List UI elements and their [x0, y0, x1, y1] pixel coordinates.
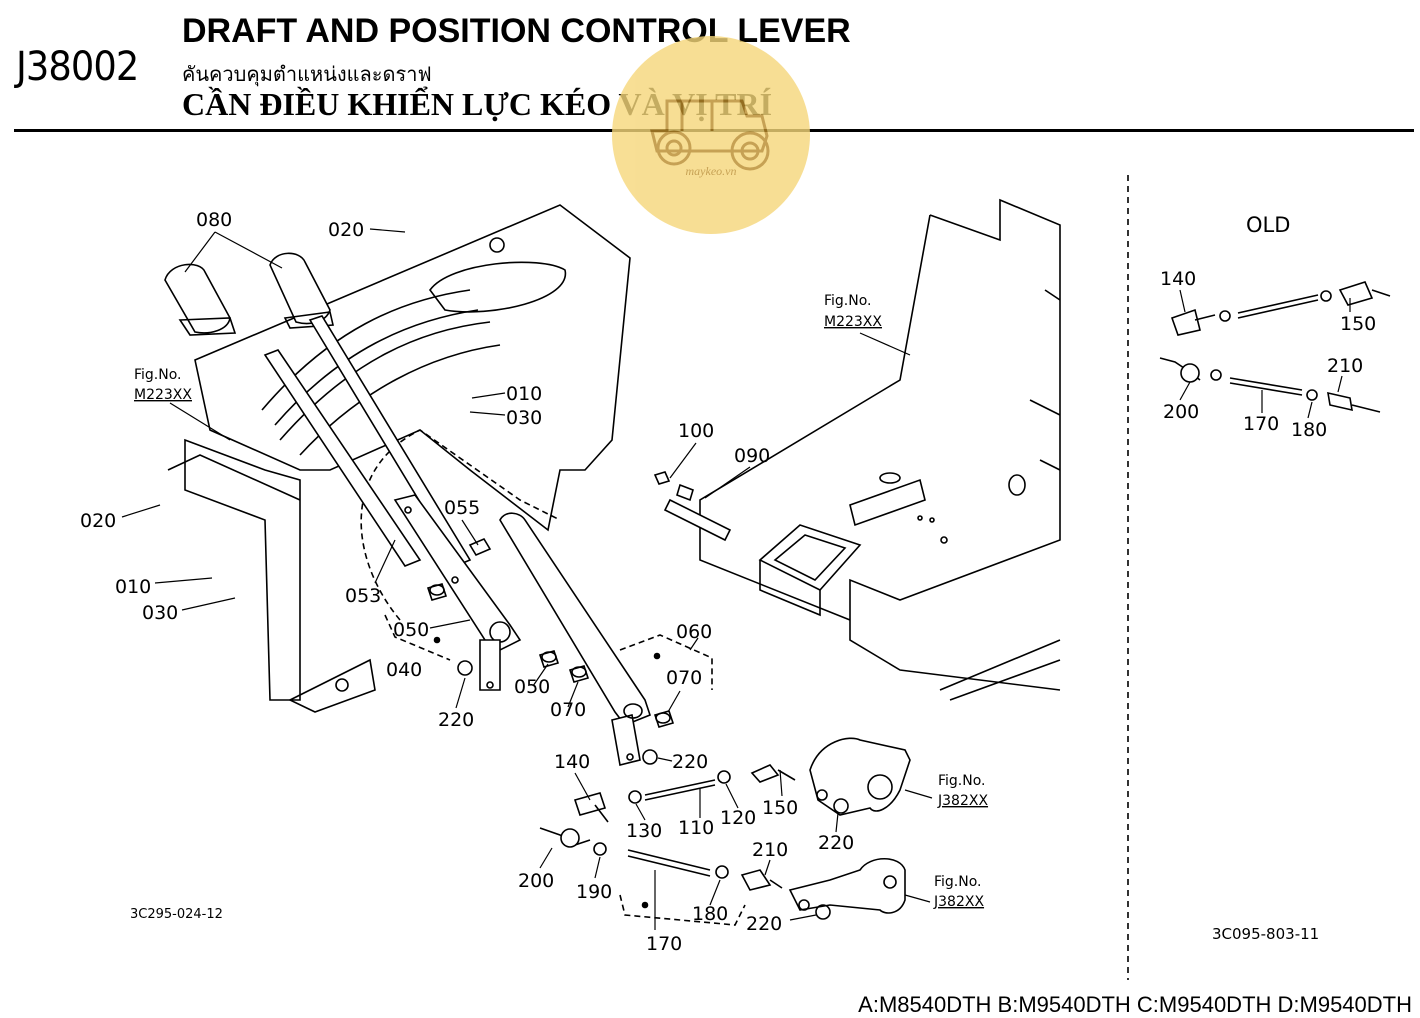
title-thai: คันควบคุมตำแหน่งและดราฟ — [182, 62, 432, 86]
old-rod-parts — [1159, 281, 1391, 413]
part-label-030: 030 — [506, 407, 542, 429]
part-label-120: 120 — [720, 807, 756, 829]
old-part-label-140: 140 — [1160, 268, 1196, 290]
fig-ref-label: Fig.No. — [824, 293, 872, 309]
part-label-070: 070 — [666, 667, 702, 689]
fig-ref-label: Fig.No. — [938, 773, 986, 789]
lever-housing — [167, 204, 631, 713]
part-label-220: 220 — [672, 751, 708, 773]
part-label-170: 170 — [646, 933, 682, 955]
fig-ref-number: M223XX — [824, 314, 882, 330]
part-label-055: 055 — [444, 497, 480, 519]
part-label-080: 080 — [196, 209, 232, 231]
part-label-053: 053 — [345, 585, 381, 607]
part-label-030: 030 — [142, 602, 178, 624]
part-label-220: 220 — [746, 913, 782, 935]
part-label-090: 090 — [734, 445, 770, 467]
drawing-ref-right: 3C095-803-11 — [1212, 925, 1319, 943]
fig-ref-label: Fig.No. — [134, 367, 182, 383]
part-label-140: 140 — [554, 751, 590, 773]
part-label-110: 110 — [678, 817, 714, 839]
part-label-180: 180 — [692, 903, 728, 925]
part-label-050: 050 — [514, 676, 550, 698]
part-label-010: 010 — [115, 576, 151, 598]
part-label-220: 220 — [438, 709, 474, 731]
part-label-020: 020 — [328, 219, 364, 241]
part-label-130: 130 — [626, 820, 662, 842]
leader-lines — [121, 228, 1351, 930]
part-label-220: 220 — [818, 832, 854, 854]
old-part-label-180: 180 — [1291, 419, 1327, 441]
old-section-label: OLD — [1246, 213, 1290, 237]
part-label-070: 070 — [550, 699, 586, 721]
part-labels: 080 020 020 010 030 010 030 055 053 050 … — [80, 209, 1376, 955]
part-label-020: 020 — [80, 510, 116, 532]
watermark-text: maykeo.vn — [685, 164, 737, 178]
transmission-frame — [699, 198, 1061, 701]
rod-assembly — [539, 737, 911, 926]
part-label-040: 040 — [386, 659, 422, 681]
fig-ref-label: Fig.No. — [934, 874, 982, 890]
tractor-icon — [650, 99, 770, 171]
watermark-logo: maykeo.vn — [612, 36, 810, 234]
part-label-150: 150 — [762, 797, 798, 819]
part-label-050: 050 — [393, 619, 429, 641]
part-label-210: 210 — [752, 839, 788, 861]
drawing-ref-left: 3C295-024-12 — [130, 907, 223, 922]
figure-references: Fig.No. M223XX Fig.No. M223XX Fig.No. J3… — [134, 293, 988, 910]
fig-ref-number: J382XX — [933, 894, 984, 910]
old-part-label-200: 200 — [1163, 401, 1199, 423]
old-part-label-150: 150 — [1340, 313, 1376, 335]
lever-assembly — [164, 252, 732, 766]
old-part-label-170: 170 — [1243, 413, 1279, 435]
fig-ref-number: M223XX — [134, 387, 192, 403]
part-label-100: 100 — [678, 420, 714, 442]
old-part-label-210: 210 — [1327, 355, 1363, 377]
part-label-200: 200 — [518, 870, 554, 892]
part-label-060: 060 — [676, 621, 712, 643]
part-code: J38002 — [16, 44, 139, 90]
part-label-010: 010 — [506, 383, 542, 405]
fig-ref-number: J382XX — [937, 793, 988, 809]
model-list: A:M8540DTH B:M9540DTH C:M9540DTH D:M9540… — [858, 992, 1412, 1017]
part-label-190: 190 — [576, 881, 612, 903]
